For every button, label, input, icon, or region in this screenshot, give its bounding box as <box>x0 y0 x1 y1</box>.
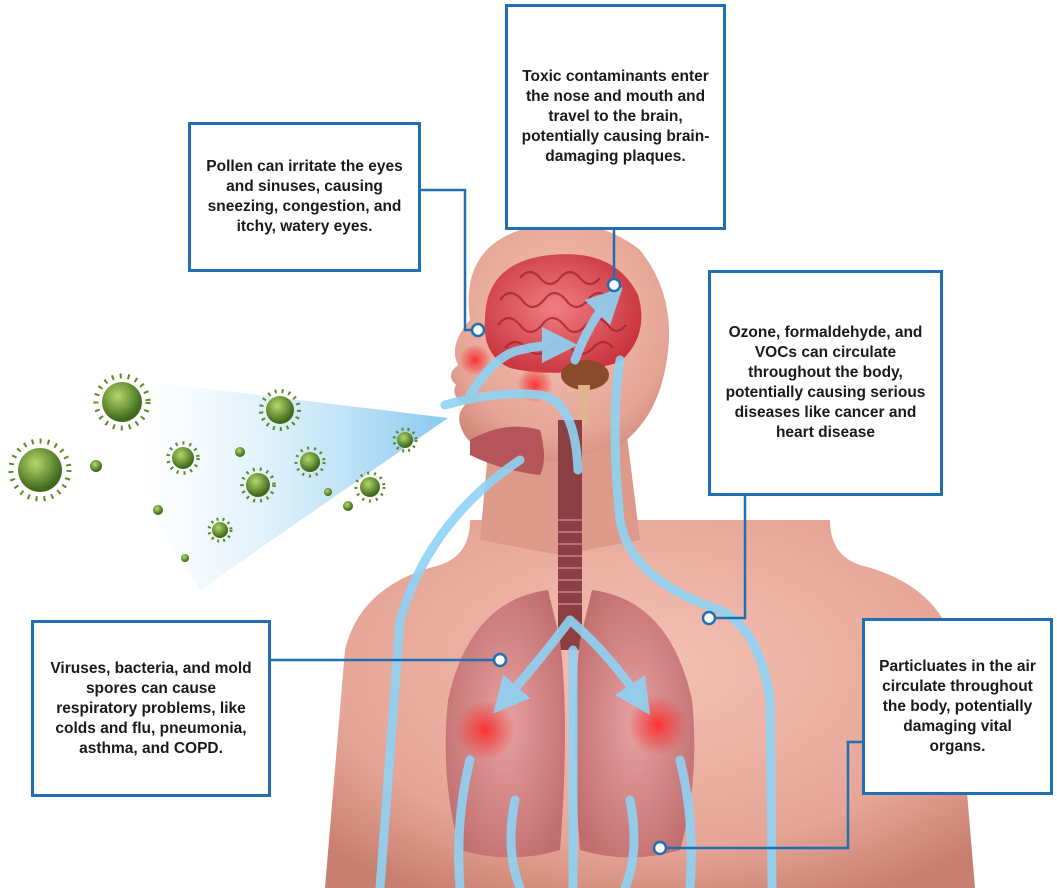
ozone-vocs-callout: Ozone, formaldehyde, and VOCs can circul… <box>708 270 943 496</box>
particulates-callout: Particluates in the air circulate throug… <box>862 618 1053 795</box>
viruses-bacteria-callout-text: Viruses, bacteria, and mold spores can c… <box>44 659 258 759</box>
germ-icon <box>181 554 189 562</box>
viruses-bacteria-callout: Viruses, bacteria, and mold spores can c… <box>31 620 271 797</box>
callout-dot-icon <box>608 279 620 291</box>
germ-icon <box>235 447 245 457</box>
particulates-callout-text: Particluates in the air circulate throug… <box>875 657 1040 757</box>
germ-icon <box>90 460 102 472</box>
lung-hotspot <box>628 695 688 755</box>
germ-icon <box>11 441 69 499</box>
ozone-vocs-callout-text: Ozone, formaldehyde, and VOCs can circul… <box>721 323 930 443</box>
germ-icon <box>343 501 353 511</box>
toxic-contaminants-callout: Toxic contaminants enter the nose and mo… <box>505 4 726 230</box>
germ-icon <box>394 429 416 451</box>
callout-dot-icon <box>654 842 666 854</box>
pollen-callout: Pollen can irritate the eyes and sinuses… <box>188 122 421 272</box>
pollen-callout-text: Pollen can irritate the eyes and sinuses… <box>201 157 408 237</box>
callout-dot-icon <box>703 612 715 624</box>
lung-hotspot <box>455 700 515 760</box>
brainstem <box>578 385 590 425</box>
toxic-contaminants-callout-text: Toxic contaminants enter the nose and mo… <box>518 67 713 167</box>
callout-dot-icon <box>494 654 506 666</box>
callout-dot-icon <box>472 324 484 336</box>
germ-icon <box>153 505 163 515</box>
germ-icon <box>324 488 332 496</box>
